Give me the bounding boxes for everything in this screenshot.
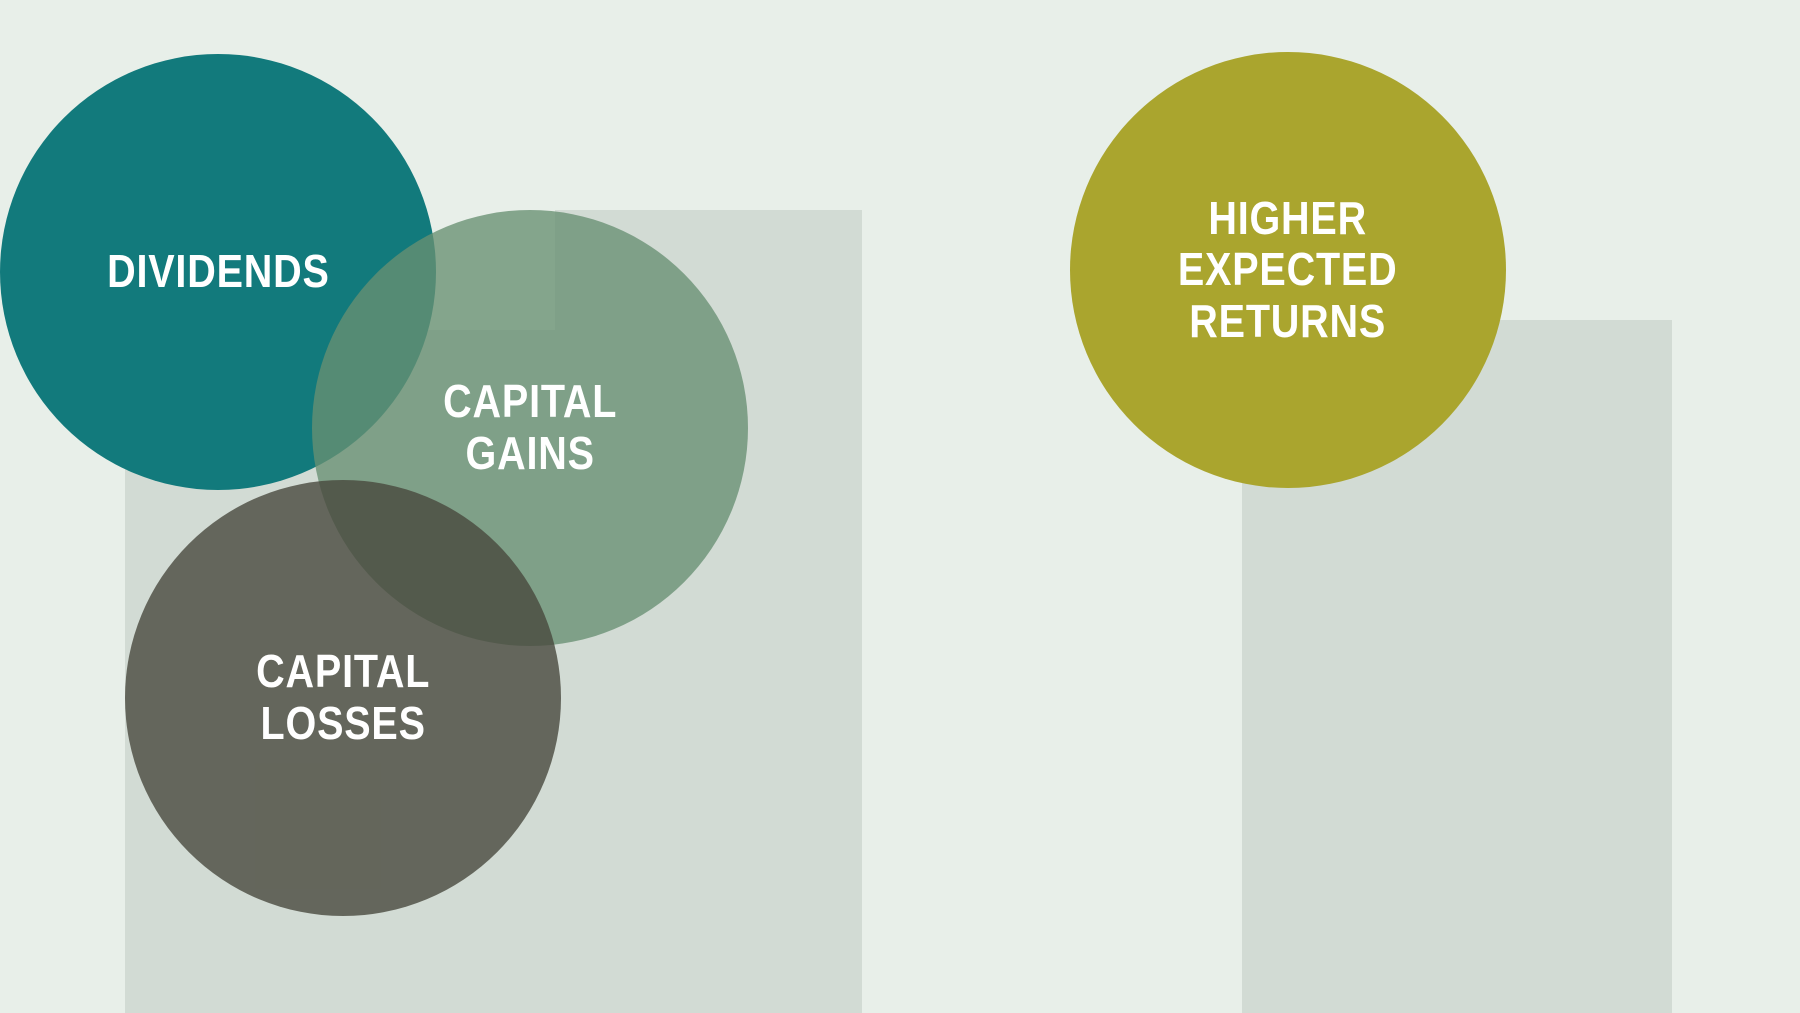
circle-capital-losses: CAPITAL LOSSES: [125, 480, 561, 916]
circle-capital-losses-label: CAPITAL LOSSES: [255, 645, 431, 749]
circle-capital-gains-label: CAPITAL GAINS: [442, 375, 618, 479]
circle-higher-expected-returns: HIGHER EXPECTED RETURNS: [1070, 52, 1506, 488]
circle-dividends-label: DIVIDENDS: [106, 245, 330, 298]
circle-higher-expected-returns-label: HIGHER EXPECTED RETURNS: [1178, 191, 1398, 347]
